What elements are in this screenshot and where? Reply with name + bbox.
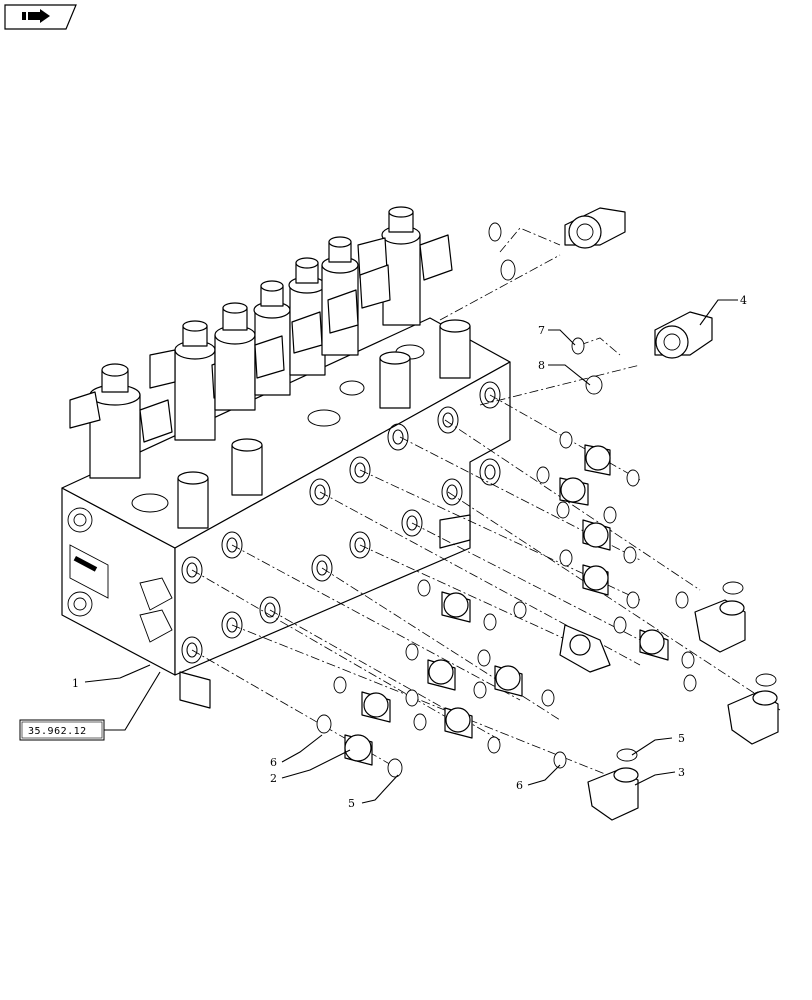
name-plate <box>69 544 109 599</box>
reference-link[interactable]: 35.962.12 <box>19 719 105 741</box>
callout-4: 4 <box>740 294 747 307</box>
callout-8: 8 <box>538 359 545 372</box>
elbow-fitting-3 <box>553 748 639 821</box>
nav-back-button[interactable] <box>4 4 77 30</box>
connector-upper <box>488 207 626 281</box>
reference-code: 35.962.12 <box>28 726 87 737</box>
connector-4 <box>571 311 713 395</box>
cartridge-valves <box>177 319 471 529</box>
callout-3: 3 <box>678 766 685 779</box>
valve-block <box>61 206 511 709</box>
callout-5-left: 5 <box>348 797 355 810</box>
solenoid-stack <box>69 206 453 479</box>
callout-6-left: 6 <box>270 756 277 769</box>
callout-5-right: 5 <box>678 732 685 745</box>
fittings <box>316 207 779 821</box>
elbow-fitting-upper <box>675 581 746 653</box>
leader-lines <box>84 299 738 804</box>
callout-1: 1 <box>72 677 79 690</box>
fitting-2 <box>316 714 403 778</box>
callout-7: 7 <box>538 324 545 337</box>
callout-6-right: 6 <box>516 779 523 792</box>
callout-2: 2 <box>270 772 277 785</box>
callouts: 1 2 3 4 5 5 6 6 7 8 <box>72 294 747 810</box>
elbow-fitting-lower <box>683 673 779 745</box>
back-arrow-icon <box>22 9 50 23</box>
